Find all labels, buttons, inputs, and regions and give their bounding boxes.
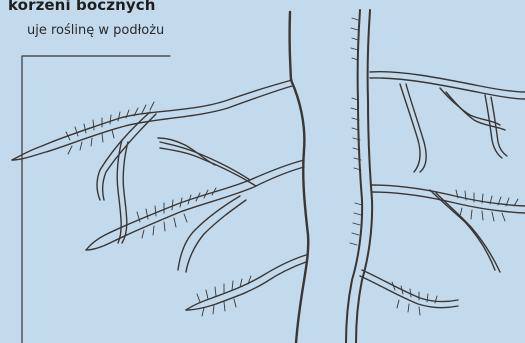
root-hairs-lower-left — [197, 276, 251, 316]
lateral-root-lower-left — [186, 255, 306, 310]
root-hairs-upper-left — [66, 102, 154, 154]
root-hairs-lower-right — [392, 282, 437, 315]
main-root-left — [290, 12, 309, 343]
annotation-bracket — [22, 56, 170, 343]
lateral-root-upper-right — [370, 72, 525, 172]
lateral-root-middle-left — [86, 160, 304, 250]
lateral-root-lower-right — [360, 270, 458, 308]
root-hairs-main-right — [350, 18, 362, 245]
lateral-root-middle-right — [372, 185, 525, 272]
main-root-right — [346, 10, 372, 343]
lateral-root-upper-left — [12, 80, 292, 160]
